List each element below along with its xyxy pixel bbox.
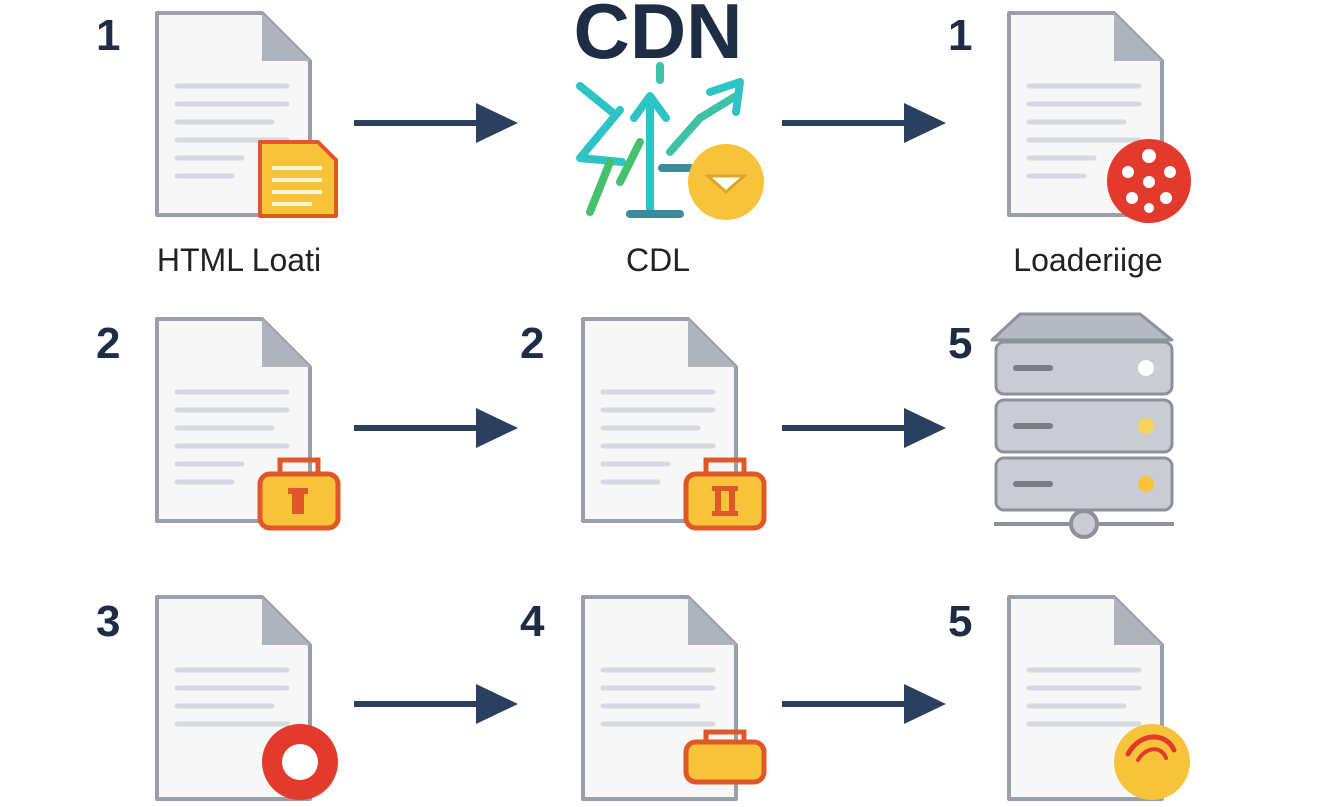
flow-arrow bbox=[354, 103, 518, 143]
step-label: HTML Loati bbox=[156, 242, 322, 278]
step-number: 5 bbox=[948, 597, 973, 646]
step-label: Loaderiige bbox=[1013, 242, 1163, 278]
lock-icon bbox=[257, 457, 341, 531]
step-number: 2 bbox=[520, 319, 545, 368]
step-number: 5 bbox=[948, 319, 973, 368]
lock-icon bbox=[683, 457, 767, 531]
red-dots-icon bbox=[1107, 139, 1191, 223]
lock-icon bbox=[683, 729, 767, 785]
flow-arrow bbox=[354, 684, 518, 724]
step-number: 4 bbox=[520, 597, 545, 646]
flow-arrow bbox=[354, 408, 518, 448]
flow-arrow bbox=[782, 408, 946, 448]
document-icon bbox=[155, 317, 312, 523]
server-icon bbox=[990, 312, 1174, 539]
step-number: 2 bbox=[96, 319, 121, 368]
cdn-network-icon bbox=[576, 62, 764, 220]
step-number: 1 bbox=[948, 11, 973, 60]
step-label: CDL bbox=[625, 242, 690, 278]
step-number: 3 bbox=[96, 597, 121, 646]
flow-arrow bbox=[782, 103, 946, 143]
red-circle-icon bbox=[262, 724, 338, 800]
document-icon bbox=[581, 317, 738, 523]
step-number: 1 bbox=[96, 11, 121, 60]
note-icon bbox=[258, 140, 338, 218]
swirl-icon bbox=[1114, 724, 1190, 800]
diagram-title: CDN bbox=[573, 0, 743, 75]
flow-arrow bbox=[782, 684, 946, 724]
